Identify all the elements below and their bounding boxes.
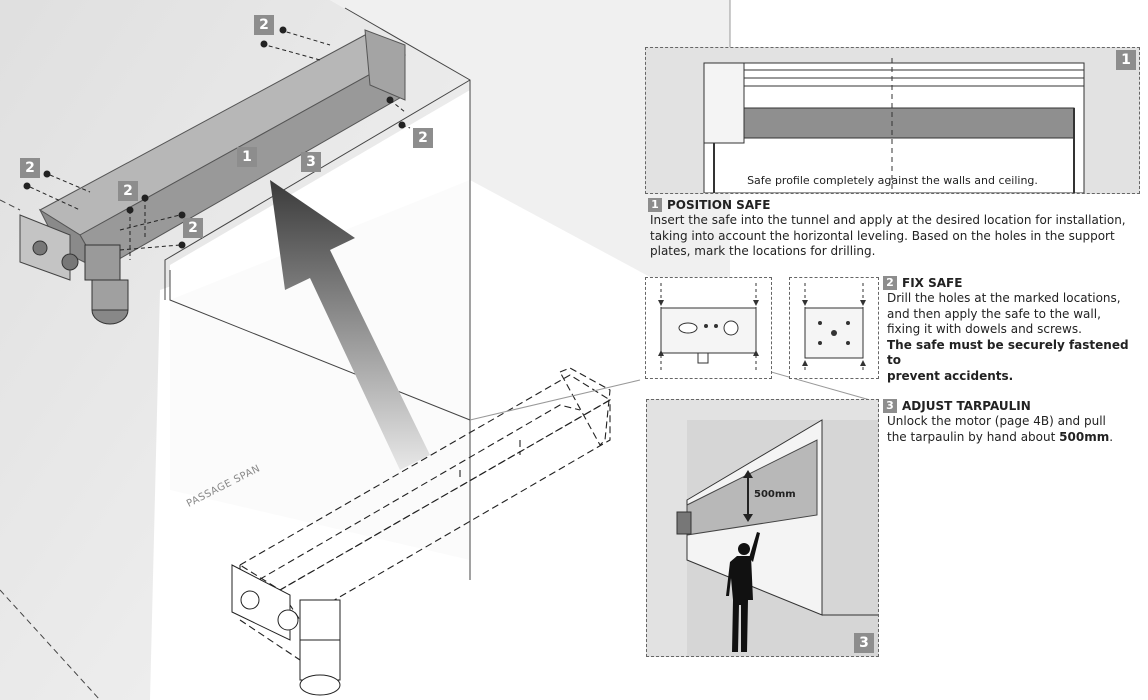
step1-body: Insert the safe into the tunnel and appl… — [650, 213, 1126, 258]
ceiling-profile-illustration — [703, 58, 1085, 193]
person-silhouette — [726, 532, 760, 652]
step3-line2-prefix: the tarpaulin by hand about — [887, 429, 1060, 444]
step2-warning-line2: prevent accidents. — [887, 368, 1014, 383]
step-badge-adjust: 3 — [301, 152, 321, 172]
leader-line-2 — [756, 367, 871, 401]
step2-line1: Drill the holes at the marked locations, — [887, 291, 1121, 305]
step2-body: Drill the holes at the marked locations,… — [887, 291, 1142, 384]
leader-line — [469, 379, 641, 421]
panel1-caption: Safe profile completely against the wall… — [747, 174, 1038, 187]
step2-number: 2 — [883, 276, 897, 290]
step3-body: Unlock the motor (page 4B) and pull the … — [887, 414, 1142, 445]
step-badge-screws-lower: 2 — [183, 218, 203, 238]
step3-heading: 3 ADJUST TARPAULIN — [883, 399, 1031, 413]
step-badge-screws-top: 2 — [254, 15, 274, 35]
step2-line3: fixing it with dowels and screws. — [887, 322, 1082, 336]
step2-line2: and then apply the safe to the wall, — [887, 306, 1101, 321]
step-badge-screws-right: 2 — [413, 128, 433, 148]
lift-arrow — [270, 180, 430, 470]
tarpaulin-illustration — [676, 419, 878, 656]
screws — [23, 26, 411, 260]
step-badge-screws-center: 2 — [118, 181, 138, 201]
panel3-badge: 3 — [854, 633, 874, 653]
ghost-motor — [231, 564, 341, 696]
step3-line2: the tarpaulin by hand about 500mm. — [887, 430, 1142, 446]
step1-heading: 1 POSITION SAFE — [648, 198, 771, 212]
bracket-side-illustration — [802, 283, 866, 373]
step3-title: ADJUST TARPAULIN — [902, 399, 1031, 413]
step1-number: 1 — [648, 198, 662, 212]
step3-number: 3 — [883, 399, 897, 413]
step3-line1: Unlock the motor (page 4B) and pull — [887, 414, 1106, 428]
step-badge-position: 1 — [237, 147, 257, 167]
panel-adjust-tarpaulin-detail: 500mm 3 — [646, 399, 879, 657]
step-badge-screws-left: 2 — [20, 158, 40, 178]
step2-warning-line1: The safe must be securely fastened to — [887, 337, 1129, 368]
bracket-front-illustration — [658, 283, 759, 373]
panel-bracket-side — [789, 277, 879, 379]
panel-bracket-front — [645, 277, 772, 379]
step3-line2-suffix: . — [1109, 429, 1114, 444]
step2-title: FIX SAFE — [902, 276, 963, 290]
step1-title: POSITION SAFE — [667, 198, 771, 212]
panel1-badge: 1 — [1116, 50, 1136, 70]
step2-heading: 2 FIX SAFE — [883, 276, 962, 290]
panel-position-safe-detail: Safe profile completely against the wall… — [645, 47, 1140, 194]
step3-distance: 500mm — [1059, 429, 1110, 444]
ghost-safe — [238, 367, 612, 661]
measurement-label: 500mm — [754, 489, 796, 500]
